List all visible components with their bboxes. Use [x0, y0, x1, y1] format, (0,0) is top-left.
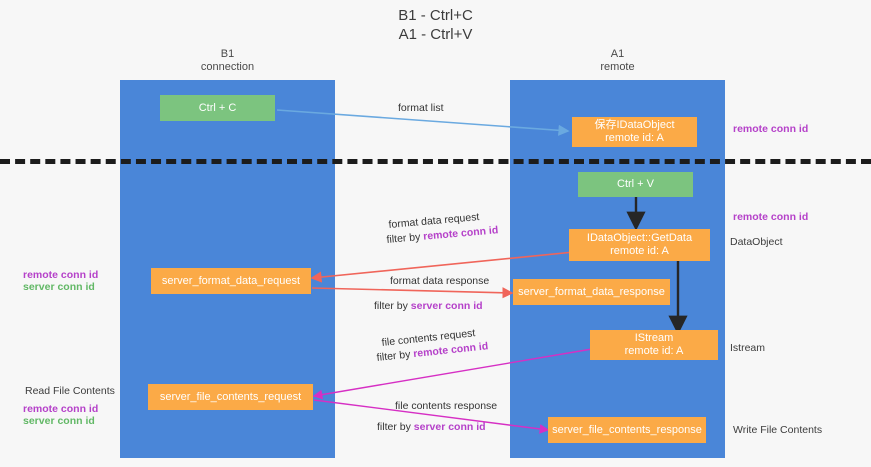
box-istream[interactable]: IStream remote id: A	[590, 330, 718, 360]
edge-label-format-list: format list	[398, 102, 444, 114]
box-ctrl-c[interactable]: Ctrl + C	[160, 95, 275, 121]
side-label-dataobject: DataObject	[730, 236, 783, 248]
side-label-istream: Istream	[730, 342, 766, 354]
side-label-left-low-remote-conn-id: remote conn id	[23, 403, 99, 415]
edge-label-file-contents-response: file contents response	[395, 400, 498, 412]
lane-header-a1: A1 remote	[600, 48, 635, 73]
box-server-file-contents-response[interactable]: server_file_contents_response	[548, 417, 706, 443]
edge-label-format-data-response-filter: filter by server conn id	[374, 299, 483, 313]
side-label-write-file-contents: Write File Contents	[733, 424, 823, 436]
filter-prefix: filter by	[377, 421, 414, 433]
side-label-read-file-contents: Read File Contents	[25, 385, 115, 397]
filter-prefix: filter by	[376, 348, 414, 364]
side-label-right-mid-remote-conn-id: remote conn id	[733, 211, 809, 223]
filter-key-server-conn-id: server conn id	[413, 421, 486, 433]
side-label-left-remote-conn-id: remote conn id	[23, 269, 99, 281]
section-divider	[0, 159, 871, 164]
box-server-format-data-request[interactable]: server_format_data_request	[151, 268, 311, 294]
box-store-idataobject[interactable]: 保存IDataObject remote id: A	[572, 117, 697, 147]
edge-label-file-contents-response-filter: filter by server conn id	[377, 420, 486, 434]
filter-prefix: filter by	[386, 230, 424, 246]
box-server-format-data-response[interactable]: server_format_data_response	[513, 279, 670, 305]
side-label-left-server-conn-id: server conn id	[23, 281, 95, 293]
box-ctrl-v[interactable]: Ctrl + V	[578, 172, 693, 197]
side-label-left-low-server-conn-id: server conn id	[23, 415, 95, 427]
diagram-title: B1 - Ctrl+C A1 - Ctrl+V	[398, 7, 473, 43]
box-idataobject-getdata[interactable]: IDataObject::GetData remote id: A	[569, 229, 710, 261]
filter-key-server-conn-id: server conn id	[410, 300, 483, 312]
box-server-file-contents-request[interactable]: server_file_contents_request	[148, 384, 313, 410]
filter-prefix: filter by	[374, 300, 411, 312]
lane-header-b1: B1 connection	[200, 48, 255, 73]
side-label-right-top-remote-conn-id: remote conn id	[733, 123, 809, 135]
edge-label-format-data-response: format data response	[390, 275, 490, 287]
